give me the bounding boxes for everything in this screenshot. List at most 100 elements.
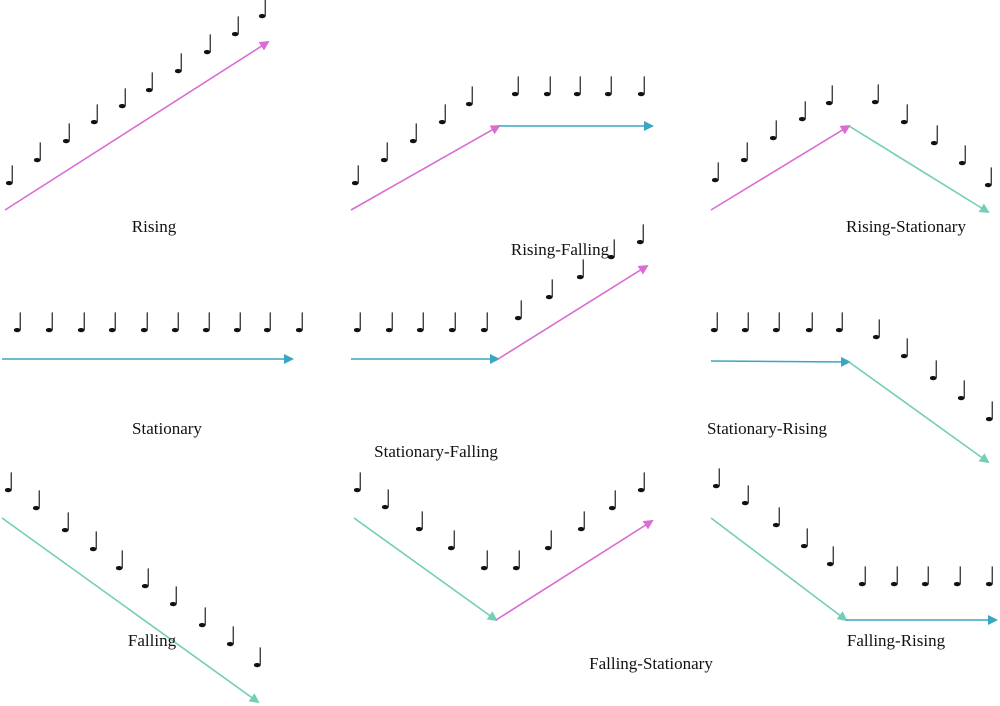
note-row: ♩♩♩♩♩♩♩♩♩♩ — [710, 80, 996, 194]
quarter-note-icon: ♩ — [576, 507, 589, 538]
quarter-note-icon: ♩ — [984, 562, 997, 593]
contour-segment-falling — [848, 361, 990, 464]
quarter-note-icon: ♩ — [89, 100, 102, 131]
quarter-note-icon: ♩ — [575, 255, 588, 286]
panel-rising-stationary: ♩♩♩♩♩♩♩♩♩♩ Rising-Stationary — [710, 80, 996, 236]
quarter-note-icon: ♩ — [804, 308, 817, 339]
quarter-note-icon: ♩ — [739, 138, 752, 169]
quarter-note-icon: ♩ — [12, 308, 25, 339]
quarter-note-icon: ♩ — [4, 161, 17, 192]
quarter-note-icon: ♩ — [899, 334, 912, 365]
quarter-note-icon: ♩ — [603, 72, 616, 103]
contour-segment-rising — [495, 519, 654, 621]
quarter-note-icon: ♩ — [870, 80, 883, 111]
panel-rising: ♩♩♩♩♩♩♩♩♩♩ Rising — [4, 0, 270, 236]
quarter-note-icon: ♩ — [225, 622, 238, 653]
quarter-note-icon: ♩ — [168, 582, 181, 613]
contour-segment-falling — [710, 517, 848, 622]
quarter-note-icon: ♩ — [32, 138, 45, 169]
quarter-note-icon: ♩ — [797, 97, 810, 128]
quarter-note-icon: ♩ — [709, 308, 722, 339]
quarter-note-icon: ♩ — [511, 546, 524, 577]
note-row: ♩♩♩♩♩♩♩♩♩♩ — [3, 468, 265, 674]
quarter-note-icon: ♩ — [352, 308, 365, 339]
panel-stationary-rising: ♩♩♩♩♩♩♩♩♩♩ Stationary-Rising — [707, 308, 997, 464]
pattern-label: Falling-Stationary — [589, 654, 713, 673]
quarter-note-icon: ♩ — [415, 308, 428, 339]
quarter-note-icon: ♩ — [350, 161, 363, 192]
quarter-note-icon: ♩ — [139, 308, 152, 339]
quarter-note-icon: ♩ — [771, 308, 784, 339]
quarter-note-icon: ♩ — [44, 308, 57, 339]
quarter-note-icon: ♩ — [740, 308, 753, 339]
note-row: ♩♩♩♩♩♩♩♩♩♩ — [4, 0, 270, 192]
quarter-note-icon: ♩ — [414, 507, 427, 538]
quarter-note-icon: ♩ — [479, 546, 492, 577]
quarter-note-icon: ♩ — [202, 30, 215, 61]
quarter-note-icon: ♩ — [636, 468, 649, 499]
quarter-note-icon: ♩ — [88, 527, 101, 558]
pattern-label: Stationary-Falling — [374, 442, 498, 461]
quarter-note-icon: ♩ — [114, 546, 127, 577]
quarter-note-icon: ♩ — [380, 485, 393, 516]
quarter-note-icon: ♩ — [920, 562, 933, 593]
quarter-note-icon: ♩ — [232, 308, 245, 339]
quarter-note-icon: ♩ — [542, 72, 555, 103]
contour-segment-rising — [497, 264, 649, 360]
contour-segment-rising — [4, 40, 270, 211]
quarter-note-icon: ♩ — [447, 308, 460, 339]
contour-segment-rising — [350, 125, 501, 211]
quarter-note-icon: ♩ — [170, 308, 183, 339]
quarter-note-icon: ♩ — [799, 524, 812, 555]
quarter-note-icon: ♩ — [107, 308, 120, 339]
quarter-note-icon: ♩ — [408, 119, 421, 150]
quarter-note-icon: ♩ — [710, 158, 723, 189]
quarter-note-icon: ♩ — [929, 121, 942, 152]
quarter-note-icon: ♩ — [983, 163, 996, 194]
quarter-note-icon: ♩ — [262, 308, 275, 339]
quarter-note-icon: ♩ — [61, 119, 74, 150]
pattern-label: Rising-Falling — [511, 240, 610, 259]
note-row: ♩♩♩♩♩♩♩♩♩♩ — [709, 308, 997, 428]
quarter-note-icon: ♩ — [252, 643, 265, 674]
quarter-note-icon: ♩ — [544, 275, 557, 306]
quarter-note-icon: ♩ — [140, 564, 153, 595]
quarter-note-icon: ♩ — [871, 315, 884, 346]
quarter-note-icon: ♩ — [197, 603, 210, 634]
quarter-note-icon: ♩ — [635, 220, 648, 251]
quarter-note-icon: ♩ — [711, 464, 724, 495]
quarter-note-icon: ♩ — [636, 72, 649, 103]
note-row: ♩♩♩♩♩♩♩♩♩♩ — [711, 464, 997, 593]
quarter-note-icon: ♩ — [352, 468, 365, 499]
quarter-note-icon: ♩ — [834, 308, 847, 339]
note-row: ♩♩♩♩♩♩♩♩♩♩ — [350, 72, 649, 192]
quarter-note-icon: ♩ — [437, 100, 450, 131]
quarter-note-icon: ♩ — [928, 356, 941, 387]
pattern-label: Falling — [128, 631, 177, 650]
quarter-note-icon: ♩ — [607, 486, 620, 517]
quarter-note-icon: ♩ — [740, 481, 753, 512]
quarter-note-icon: ♩ — [117, 84, 130, 115]
quarter-note-icon: ♩ — [446, 526, 459, 557]
quarter-note-icon: ♩ — [768, 116, 781, 147]
quarter-note-icon: ♩ — [857, 562, 870, 593]
panel-falling: ♩♩♩♩♩♩♩♩♩♩ Falling — [1, 468, 265, 704]
quarter-note-icon: ♩ — [984, 397, 997, 428]
quarter-note-icon: ♩ — [257, 0, 270, 25]
quarter-note-icon: ♩ — [889, 562, 902, 593]
quarter-note-icon: ♩ — [771, 503, 784, 534]
contour-segment-stationary — [710, 356, 851, 367]
quarter-note-icon: ♩ — [230, 12, 243, 43]
contour-segment-falling — [353, 517, 498, 622]
quarter-note-icon: ♩ — [543, 526, 556, 557]
panel-stationary-falling: ♩♩♩♩♩♩♩♩♩♩ Stationary-Falling — [351, 220, 649, 461]
contour-segment-falling — [848, 125, 990, 214]
quarter-note-icon: ♩ — [513, 296, 526, 327]
quarter-note-icon: ♩ — [957, 141, 970, 172]
panel-falling-rising: ♩♩♩♩♩♩♩♩♩♩ Falling-Rising — [710, 464, 998, 650]
quarter-note-icon: ♩ — [173, 49, 186, 80]
contour-segment-rising — [710, 124, 851, 211]
quarter-note-icon: ♩ — [952, 562, 965, 593]
pattern-label: Stationary-Rising — [707, 419, 827, 438]
